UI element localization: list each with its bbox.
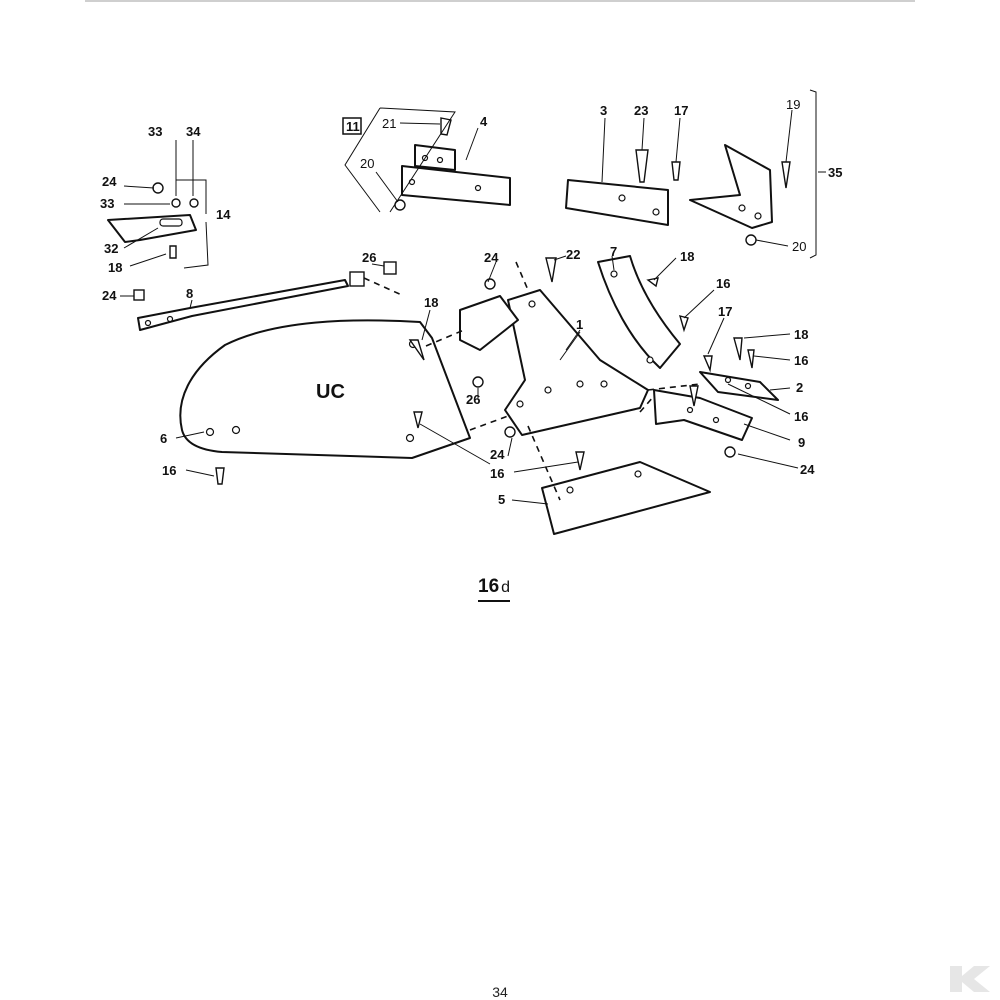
skim-bracket-part-32 — [107, 182, 199, 259]
figure-suffix: d — [501, 579, 511, 596]
callout-32: 32 — [104, 241, 118, 256]
leader-lines — [120, 107, 826, 505]
share-part-5 — [504, 426, 711, 535]
callout-17: 17 — [718, 304, 732, 319]
nut-24-rod — [133, 289, 145, 301]
callout-24: 24 — [490, 447, 505, 462]
callout-24: 24 — [484, 250, 499, 265]
callout-16: 16 — [716, 276, 730, 291]
share-point-part-9 — [653, 385, 753, 458]
callout-9: 9 — [798, 435, 805, 450]
bracket-part-4 — [394, 117, 511, 211]
callout-1: 1 — [576, 317, 583, 332]
callout-34: 34 — [186, 124, 201, 139]
callout-21: 21 — [382, 116, 396, 131]
assembly-line-4 — [647, 383, 701, 391]
callout-19: 19 — [786, 97, 800, 112]
frog-part-1 — [459, 257, 649, 436]
assembly-line-6 — [515, 261, 529, 291]
callout-5: 5 — [498, 492, 505, 507]
callout-18: 18 — [680, 249, 694, 264]
k-brand-logo — [950, 966, 990, 992]
bracket-line-35 — [809, 89, 817, 259]
callout-16: 16 — [490, 466, 504, 481]
bracket-line-14b — [183, 221, 209, 269]
callout-24: 24 — [102, 288, 117, 303]
callout-4: 4 — [480, 114, 488, 129]
assembly-line-5 — [363, 277, 405, 297]
callout-17: 17 — [674, 103, 688, 118]
callout-7: 7 — [610, 244, 617, 259]
callout-18: 18 — [424, 295, 438, 310]
callout-8: 8 — [186, 286, 193, 301]
callout-16: 16 — [794, 353, 808, 368]
callout-11: 11 — [346, 119, 360, 134]
callout-24: 24 — [800, 462, 815, 477]
bolt-16-lower — [215, 467, 225, 485]
callout-6: 6 — [160, 431, 167, 446]
boxed-callout-frame — [342, 117, 362, 135]
callout-26: 26 — [466, 392, 480, 407]
callout-23: 23 — [634, 103, 648, 118]
bolt-18-mouldboard — [408, 339, 425, 361]
wing-part-7 — [597, 255, 689, 369]
share-point-part-2 — [699, 337, 779, 401]
callout-18: 18 — [108, 260, 122, 275]
callout-16: 16 — [794, 409, 808, 424]
assembly-line-3 — [527, 425, 561, 501]
assembly-line-1 — [425, 329, 465, 347]
top-rule — [85, 0, 915, 2]
assembly-line-7 — [639, 395, 655, 413]
callout-16: 16 — [162, 463, 176, 478]
assembly-line-2 — [469, 415, 509, 431]
callout-22: 22 — [566, 247, 580, 262]
callout-33: 33 — [100, 196, 114, 211]
callout-3: 3 — [600, 103, 607, 118]
bolt-16-mouldboard — [413, 411, 423, 429]
nut-26-rod — [383, 261, 397, 275]
callout-20: 20 — [360, 156, 374, 171]
landside-bracket-part-35 — [689, 144, 791, 246]
callout-2: 2 — [796, 380, 803, 395]
mouldboard-part-6: UC — [179, 319, 471, 459]
callout-20: 20 — [792, 239, 806, 254]
callout-26: 26 — [362, 250, 376, 265]
bracket-line-14 — [176, 179, 207, 214]
figure-number: 16 — [478, 576, 500, 597]
callout-33: 33 — [148, 124, 162, 139]
callout-14: 14 — [216, 207, 231, 222]
plate-part-3 — [565, 149, 681, 226]
callout-24: 24 — [102, 174, 117, 189]
body-marking-uc: UC — [316, 381, 345, 403]
page-number: 34 — [492, 984, 508, 1000]
callout-18: 18 — [794, 327, 808, 342]
callout-35: 35 — [828, 165, 842, 180]
